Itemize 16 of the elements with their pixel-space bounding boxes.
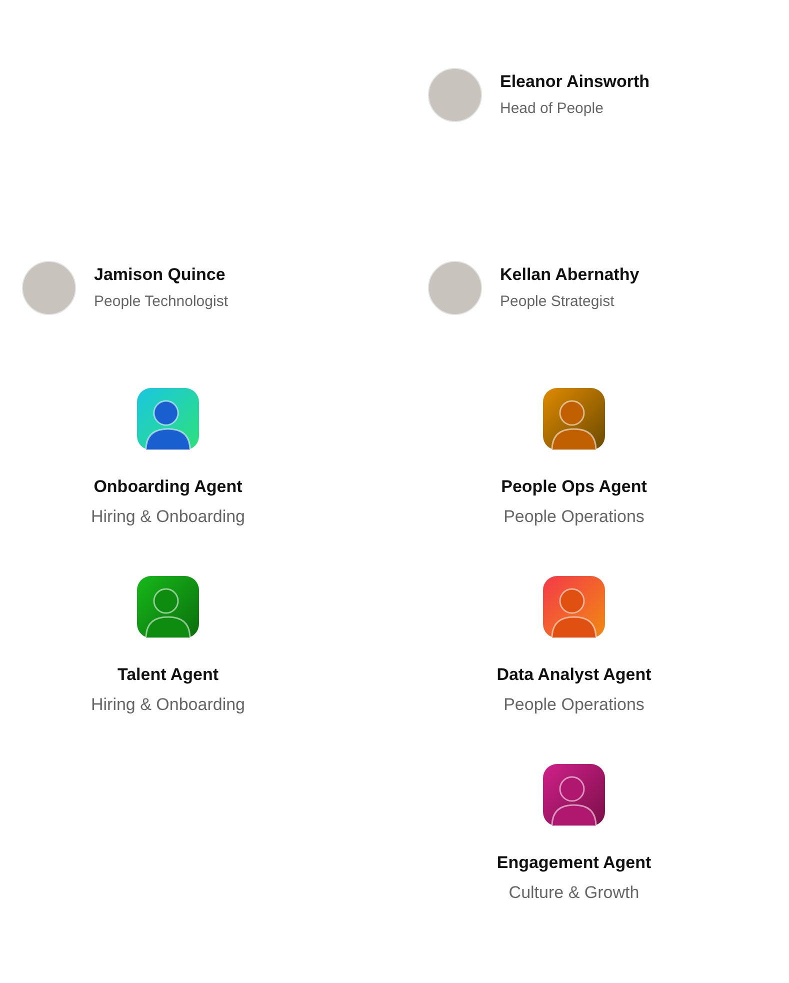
agent-name: Onboarding Agent — [94, 476, 242, 498]
agent-name: Talent Agent — [117, 664, 219, 686]
agent-name: Engagement Agent — [496, 852, 652, 874]
team-name: People Operations — [504, 506, 644, 528]
job-title: People Strategist — [500, 292, 616, 312]
person-name: Eleanor Ainsworth — [500, 71, 650, 93]
team-name: Hiring & Onboarding — [90, 506, 246, 528]
team-name: People Operations — [504, 694, 644, 716]
team-name: Hiring & Onboarding — [90, 694, 246, 716]
job-title: Head of People — [500, 99, 604, 119]
job-title: People Technologist — [94, 292, 228, 312]
team-name: Culture & Growth — [508, 882, 640, 904]
agent-name: People Ops Agent — [501, 476, 647, 498]
person-name: Kellan Abernathy — [500, 264, 640, 286]
person-name: Jamison Quince — [94, 264, 226, 286]
agent-name: Data Analyst Agent — [496, 664, 652, 686]
